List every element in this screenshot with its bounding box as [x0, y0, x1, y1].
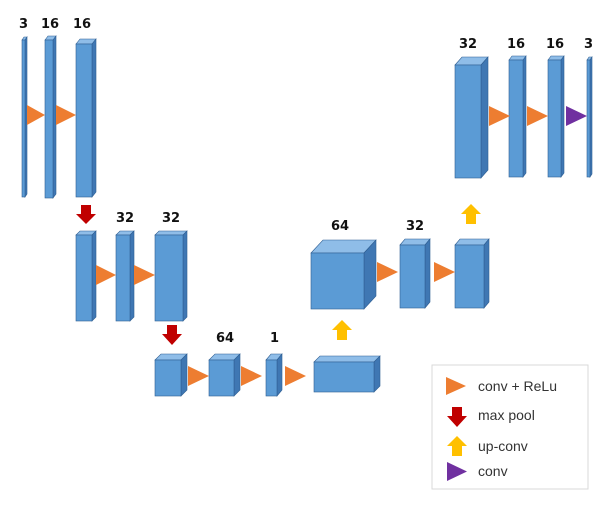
label-enc1-a: 3: [19, 17, 28, 32]
label-enc2-b: 32: [116, 211, 134, 226]
max-pool-arrow: [76, 205, 96, 224]
encoder-level-1: 3 16 16: [19, 17, 97, 199]
label-enc2-c: 32: [162, 211, 180, 226]
legend-up-conv-label: up-conv: [478, 438, 528, 454]
conv-relu-arrow: [134, 265, 155, 285]
label-dec2-a: 64: [331, 219, 349, 234]
label-dec1-d: 3: [584, 37, 593, 52]
block-enc2-c: [154, 230, 188, 322]
block-bot-c: [265, 353, 283, 397]
bottleneck-level: 64 1: [154, 331, 381, 397]
encoder-level-2: 32 32: [75, 211, 188, 322]
label-bot-c: 1: [270, 331, 279, 346]
legend-conv-icon: [447, 462, 467, 481]
label-dec1-c: 16: [546, 37, 564, 52]
conv-relu-arrow: [527, 106, 548, 126]
block-bot-d: [313, 355, 381, 393]
up-conv-arrow: [332, 320, 352, 340]
block-enc2-a: [75, 230, 97, 322]
conv-relu-arrow: [285, 366, 306, 386]
block-dec2-b: [399, 238, 431, 309]
label-dec1-b: 16: [507, 37, 525, 52]
conv-relu-arrow: [489, 106, 510, 126]
block-dec2-c: [454, 238, 490, 309]
conv-relu-arrow: [434, 262, 455, 282]
conv-arrow: [566, 106, 587, 126]
block-dec1-d: [586, 56, 593, 178]
legend-max-pool-icon: [447, 407, 467, 427]
legend-conv-relu-icon: [446, 377, 466, 395]
conv-relu-arrow: [241, 366, 262, 386]
label-bot-b: 64: [216, 331, 234, 346]
block-dec1-b: [508, 55, 527, 178]
block-enc1-c: [75, 38, 97, 198]
conv-relu-arrow: [27, 105, 45, 125]
block-dec2-a: [310, 239, 377, 310]
block-enc1-b: [44, 35, 57, 199]
label-dec1-a: 32: [459, 37, 477, 52]
block-bot-a: [154, 353, 188, 397]
conv-relu-arrow: [377, 262, 398, 282]
legend-conv-label: conv: [478, 463, 508, 479]
legend: conv + ReLu max pool up-conv conv: [431, 364, 589, 490]
legend-up-conv-icon: [447, 436, 467, 456]
block-dec1-a: [454, 56, 489, 179]
label-enc1-b: 16: [41, 17, 59, 32]
block-bot-b: [208, 353, 241, 397]
block-enc1-a: [21, 36, 28, 198]
block-dec1-c: [547, 55, 565, 178]
conv-relu-arrow: [96, 265, 116, 285]
up-conv-arrow: [461, 204, 481, 224]
label-dec2-b: 32: [406, 219, 424, 234]
legend-conv-relu-label: conv + ReLu: [478, 378, 557, 394]
decoder-level-1: 32 16 16 3: [454, 37, 593, 179]
max-pool-arrow: [162, 325, 182, 345]
conv-relu-arrow: [56, 105, 76, 125]
legend-max-pool-label: max pool: [478, 407, 535, 423]
conv-relu-arrow: [188, 366, 209, 386]
decoder-level-2: 64 32: [310, 219, 490, 310]
block-enc2-b: [115, 230, 135, 322]
label-enc1-c: 16: [73, 17, 91, 32]
